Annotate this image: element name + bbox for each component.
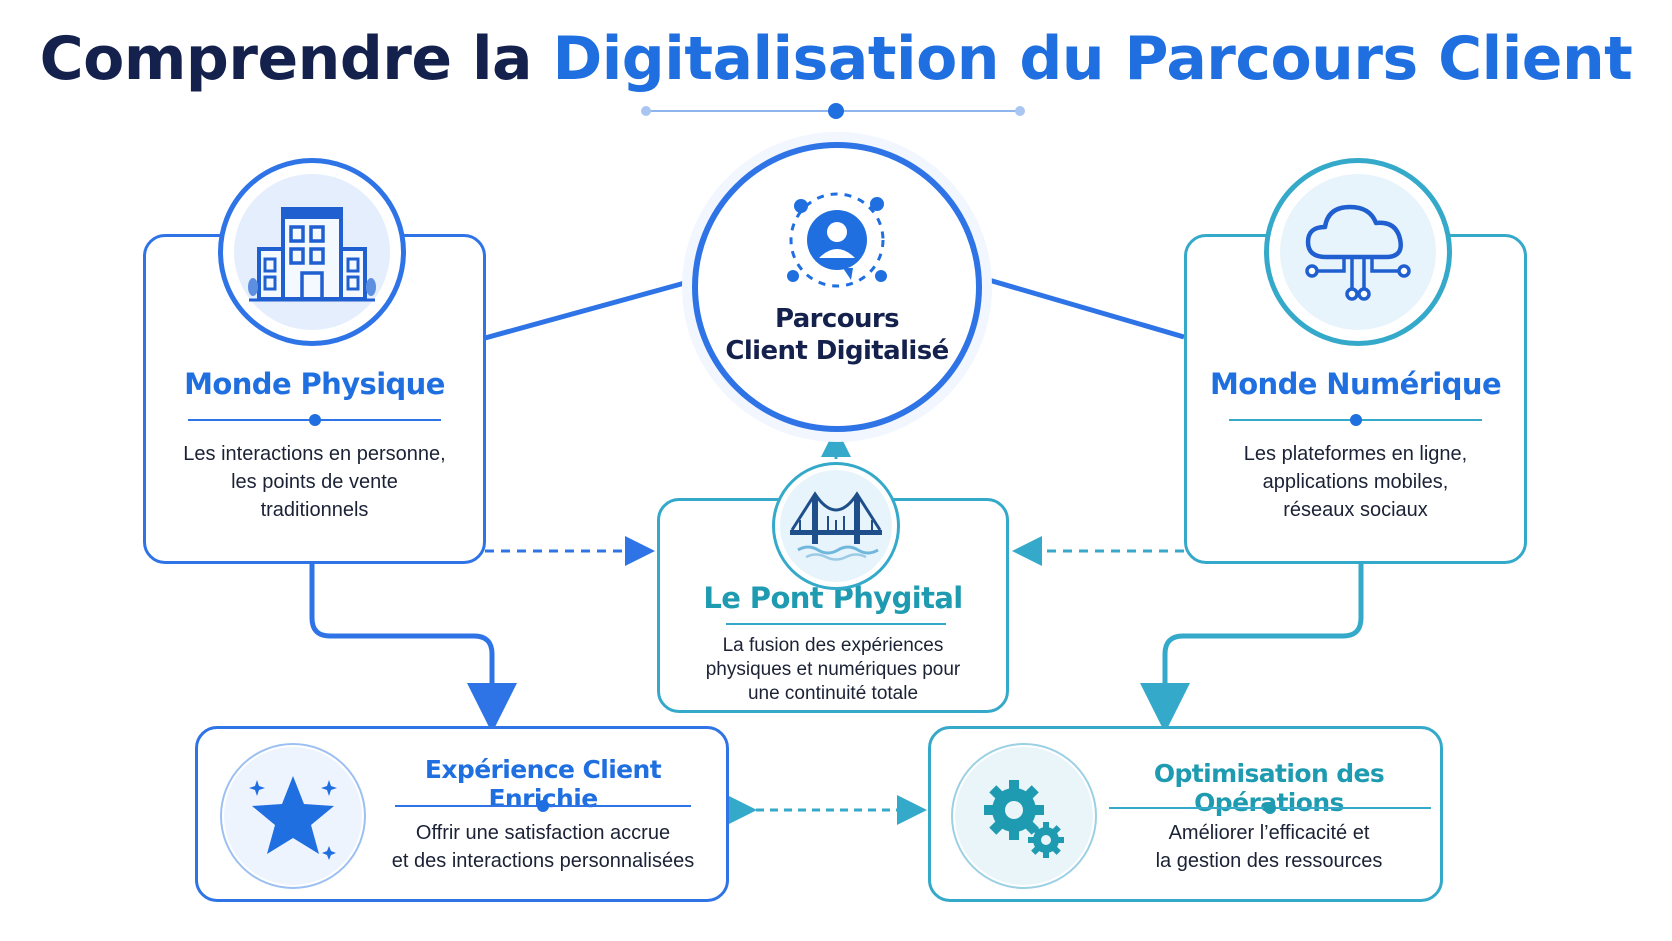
bridge-icon-badge	[772, 462, 900, 590]
page-title: Comprendre la Digitalisation du Parcours…	[0, 24, 1672, 94]
node-optimisation: Optimisation des Opérations Améliorer l’…	[928, 726, 1443, 902]
star-icon-badge	[220, 743, 366, 889]
node-description: La fusion des expériences physiques et n…	[705, 635, 961, 704]
gears-icon	[984, 780, 1064, 858]
connector-numerique-center	[981, 275, 1185, 340]
title-part-2: Digitalisation du Parcours Client	[552, 24, 1633, 94]
customer-journey-icon	[787, 192, 887, 288]
connector-physique-center	[484, 278, 693, 341]
cloud-network-icon	[1305, 204, 1411, 301]
node-experience-client: Expérience Client Enrichie Offrir une sa…	[195, 726, 729, 902]
node-title: Monde Physique	[184, 367, 445, 401]
node-title: Monde Numérique	[1209, 367, 1502, 401]
node-description: Améliorer l’efficacité et la gestion des…	[1155, 822, 1383, 872]
node-description: Les interactions en personne, les points…	[183, 443, 446, 521]
title-decoration	[641, 103, 1025, 119]
building-icon	[248, 207, 376, 302]
divider	[395, 800, 691, 812]
cloud-network-icon-badge	[1264, 158, 1452, 346]
bridge-icon	[790, 491, 882, 561]
connector-numerique-optimisation	[1140, 564, 1364, 733]
node-description: Les plateformes en ligne, applications m…	[1243, 443, 1468, 521]
center-label: Parcours Client Digitalisé	[725, 304, 949, 366]
star-icon	[249, 776, 337, 860]
center-hub: Parcours Client Digitalisé	[692, 142, 982, 432]
connector-physique-experience	[309, 564, 517, 733]
gears-icon-badge	[951, 743, 1097, 889]
divider	[726, 623, 946, 625]
divider	[1229, 414, 1482, 426]
node-description: Offrir une satisfaction accrue et des in…	[391, 822, 695, 872]
divider	[1109, 802, 1431, 814]
divider	[188, 414, 441, 426]
title-part-1: Comprendre la	[39, 24, 533, 94]
node-title: Expérience Client Enrichie	[424, 755, 662, 813]
building-icon-badge	[218, 158, 406, 346]
